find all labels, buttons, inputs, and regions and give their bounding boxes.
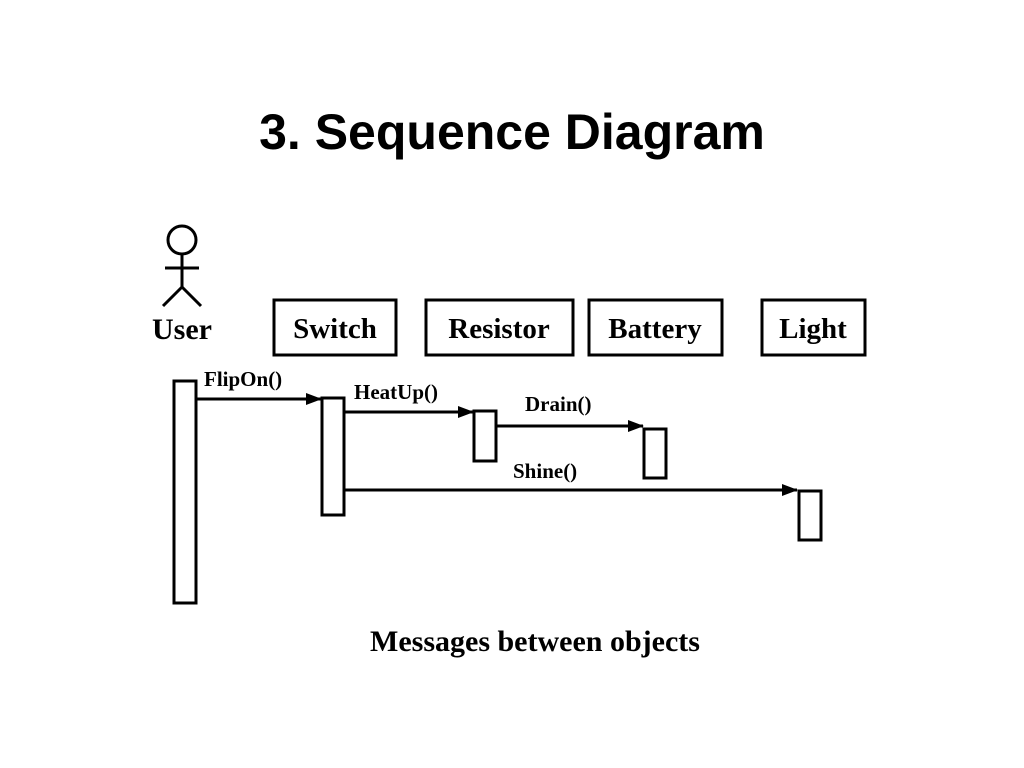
diagram-caption: Messages between objects (370, 625, 700, 658)
activation-bar-switch (320, 396, 346, 517)
object-label-resistor: Resistor (448, 313, 550, 345)
object-box-switch: Switch (272, 298, 398, 357)
stick-figure-icon (161, 224, 203, 308)
object-label-switch: Switch (293, 313, 377, 345)
activation-bar-resistor (472, 409, 498, 463)
object-label-battery: Battery (608, 313, 702, 345)
message-label-shine: Shine() (513, 459, 577, 483)
activation-bar-battery (642, 427, 668, 480)
object-box-battery: Battery (587, 298, 724, 357)
message-label-heatup: HeatUp() (354, 380, 438, 404)
slide-title: 3. Sequence Diagram (259, 104, 765, 160)
object-box-light: Light (760, 298, 867, 357)
activation-bar-user (172, 379, 198, 605)
message-label-flipon: FlipOn() (204, 367, 282, 391)
actor-label: User (152, 313, 212, 346)
object-box-resistor: Resistor (424, 298, 575, 357)
object-label-light: Light (779, 313, 847, 345)
message-label-drain: Drain() (525, 392, 592, 416)
activation-bar-light (797, 489, 823, 542)
